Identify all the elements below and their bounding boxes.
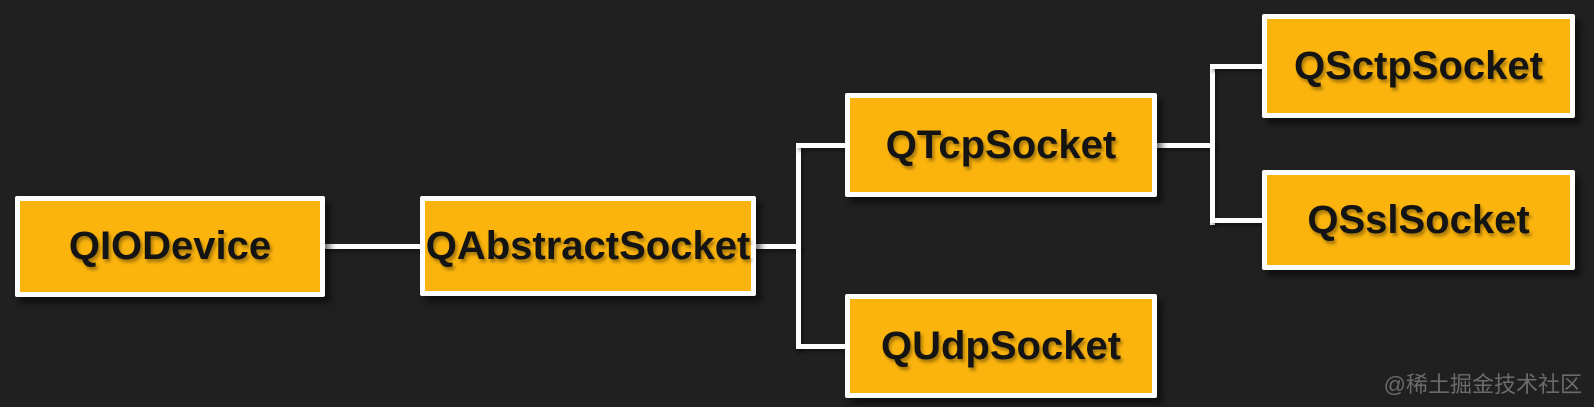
node-qsslsocket: QSslSocket	[1262, 170, 1575, 270]
node-qiodevice-label: QIODevice	[68, 224, 272, 268]
node-qudpsocket-label: QUdpSocket	[880, 323, 1122, 368]
node-qsctpsocket: QSctpSocket	[1262, 14, 1575, 118]
node-qtcpsocket-label: QTcpSocket	[885, 122, 1117, 167]
node-qiodevice: QIODevice	[15, 196, 325, 297]
node-qtcpsocket: QTcpSocket	[845, 93, 1157, 197]
watermark-text: @稀土掘金技术社区	[1383, 372, 1582, 397]
node-qsctpsocket-label: QSctpSocket	[1294, 43, 1543, 88]
node-qabstractsocket: QAbstractSocket	[420, 196, 756, 296]
connector-qabstractsocket-qtcpsocket	[796, 143, 849, 148]
connector-qtcpsocket-qsslsocket	[1210, 218, 1266, 223]
connector-qtcpsocket-qsctpsocket	[1210, 64, 1266, 69]
connector-qiodevice-qabstractsocket	[320, 244, 424, 249]
node-qsslsocket-label: QSslSocket	[1307, 197, 1530, 242]
connector-qabstractsocket-branch-out	[752, 244, 801, 249]
connector-qabstractsocket-branch-trunk	[796, 143, 801, 349]
node-qabstractsocket-label: QAbstractSocket	[425, 223, 751, 268]
connector-qabstractsocket-qudpsocket	[796, 344, 849, 349]
node-qudpsocket: QUdpSocket	[845, 294, 1157, 398]
connector-qtcpsocket-branch-trunk	[1210, 64, 1215, 225]
connector-qtcpsocket-branch-out	[1153, 143, 1215, 148]
